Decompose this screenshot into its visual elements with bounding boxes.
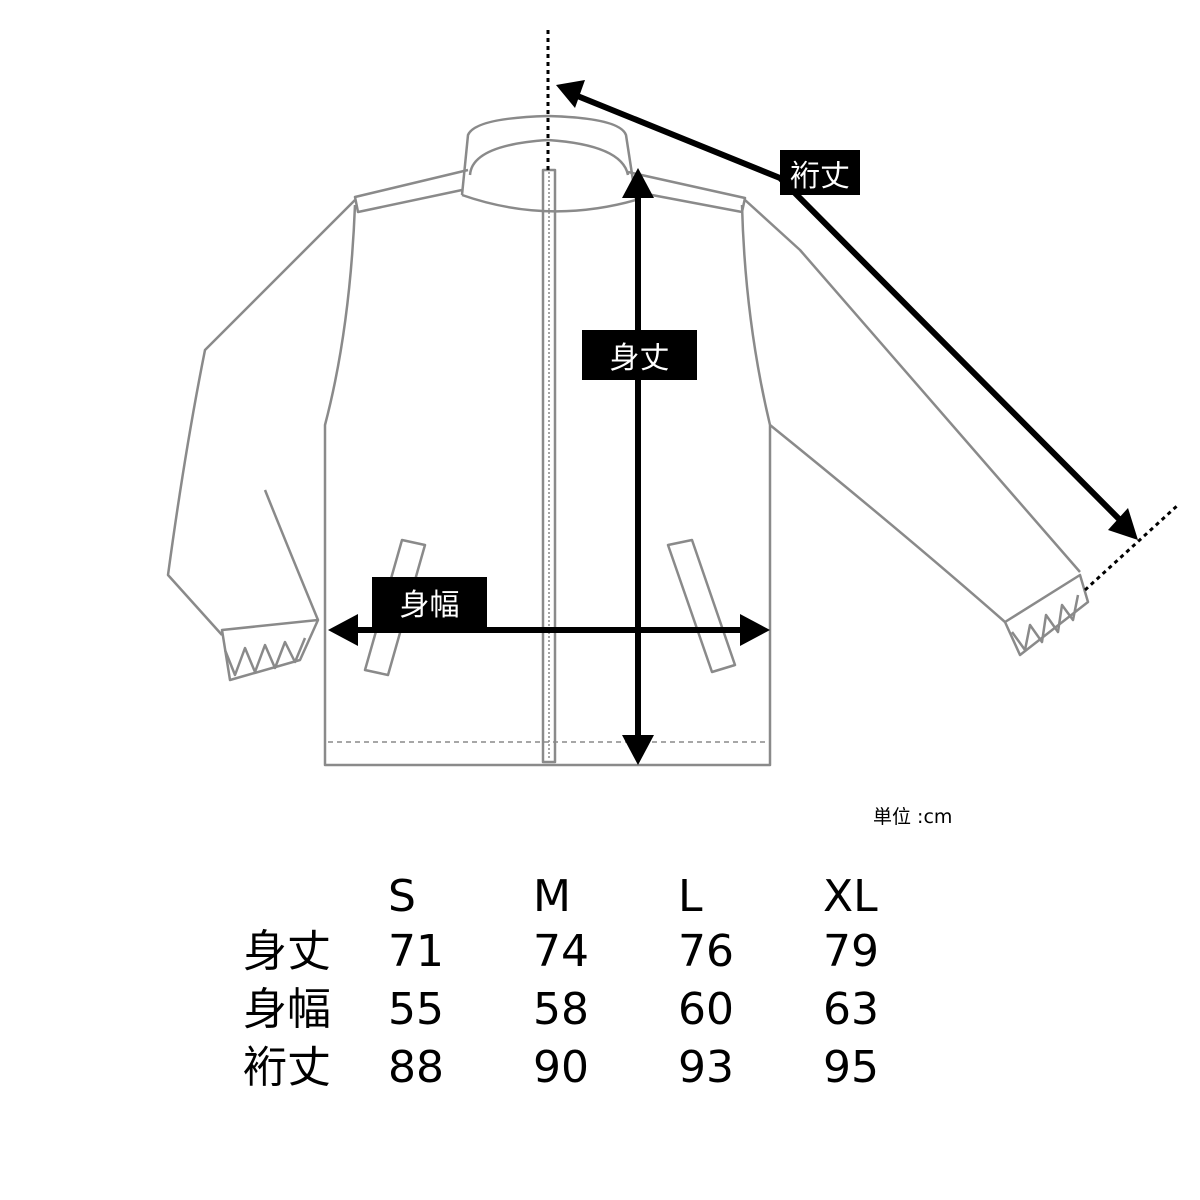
table-cell: 58 <box>533 984 589 1035</box>
jacket-outline <box>166 114 1090 767</box>
sleeve-length-label: 裄丈 <box>780 150 860 195</box>
measurement-arrows <box>328 30 1180 765</box>
table-cell: 55 <box>388 984 444 1035</box>
size-header-l: L <box>678 871 703 922</box>
size-header-xl: XL <box>823 871 878 922</box>
table-cell: 93 <box>678 1042 734 1093</box>
table-cell: 74 <box>533 926 589 977</box>
table-cell: 63 <box>823 984 879 1035</box>
unit-label: 単位 :cm <box>873 806 953 828</box>
table-cell: 88 <box>388 1042 444 1093</box>
jacket-diagram <box>166 30 1180 767</box>
row-label: 裄丈 <box>243 1042 331 1093</box>
table-cell: 79 <box>823 926 879 977</box>
body-width-label: 身幅 <box>372 577 487 627</box>
row-label: 身丈 <box>243 926 331 977</box>
body-length-label: 身丈 <box>582 330 697 380</box>
table-cell: 95 <box>823 1042 879 1093</box>
row-label: 身幅 <box>243 984 331 1035</box>
table-cell: 60 <box>678 984 734 1035</box>
table-cell: 71 <box>388 926 444 977</box>
size-header-s: S <box>388 871 416 922</box>
table-cell: 76 <box>678 926 734 977</box>
table-cell: 90 <box>533 1042 589 1093</box>
size-header-m: M <box>533 871 571 922</box>
